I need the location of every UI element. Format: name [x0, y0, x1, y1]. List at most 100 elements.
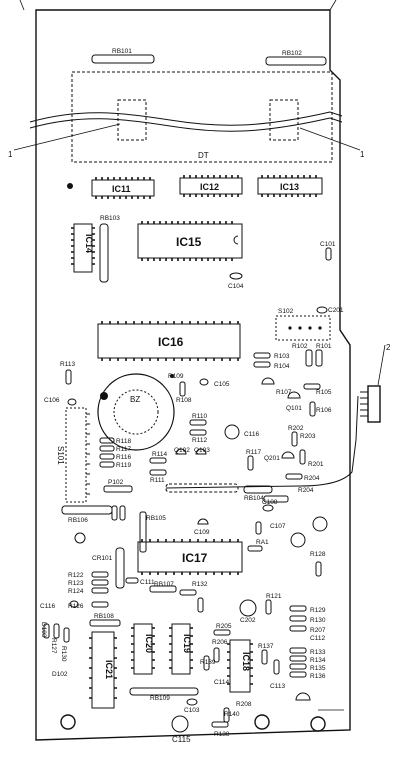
svg-text:R204: R204	[298, 487, 314, 494]
label-bz: BZ	[130, 395, 140, 404]
svg-text:IC17: IC17	[182, 551, 208, 565]
label-rb102: RB102	[282, 50, 302, 57]
svg-text:Q101: Q101	[286, 405, 302, 412]
label-p101: P102	[108, 479, 124, 486]
svg-text:IC21: IC21	[104, 660, 114, 679]
label-c103: C104	[228, 283, 244, 290]
callout-1-right: 1	[360, 150, 365, 159]
label-r132: R132	[192, 581, 208, 588]
label-r137: R137	[258, 643, 274, 650]
svg-text:R116: R116	[116, 454, 131, 461]
label-r121: R121	[266, 593, 282, 600]
label-c113: C114	[214, 679, 229, 686]
ic21: IC21	[89, 631, 117, 709]
mount-hole-1	[60, 714, 76, 730]
label-c110: C111	[140, 579, 155, 586]
svg-text:R122: R122	[68, 572, 84, 579]
array-rb105	[139, 511, 147, 553]
array-rb106	[61, 505, 113, 515]
label-ra1: RA1	[256, 539, 269, 546]
label-r128: R128	[310, 551, 326, 558]
label-q103: Q103	[194, 447, 210, 454]
svg-text:IC15: IC15	[176, 235, 202, 249]
svg-text:R135: R135	[310, 665, 326, 672]
callout-1-left: 1	[8, 150, 13, 159]
ic14: IC14	[71, 223, 95, 273]
label-r127: R127	[50, 638, 57, 654]
mount-hole-4	[67, 183, 73, 189]
label-r108: R108	[176, 397, 192, 404]
ic16: IC16	[97, 321, 241, 361]
label-d102: D102	[52, 671, 68, 678]
capacitor-c114	[171, 715, 189, 733]
label-rb103: RB103	[100, 215, 120, 222]
label-c106: C107	[270, 523, 286, 530]
label-r139: R139	[200, 659, 216, 666]
callout-2: 2	[386, 343, 391, 352]
label-c115: C116	[40, 603, 55, 610]
label-r101: R101	[316, 343, 332, 350]
label-r208: R208	[236, 701, 252, 708]
array-rb102	[265, 56, 327, 66]
label-r130: R130	[60, 646, 67, 662]
label-c114: C115	[172, 735, 191, 744]
label-r117: R117	[246, 449, 261, 456]
ic15: IC15	[137, 221, 243, 261]
svg-text:RB106: RB106	[68, 517, 88, 524]
label-r110: R110	[192, 413, 207, 420]
label-r140: R140	[224, 711, 240, 718]
svg-text:R134: R134	[310, 657, 326, 664]
label-c116: C116	[244, 431, 259, 438]
label-r113: R113	[60, 361, 75, 368]
label-dt: DT	[198, 151, 209, 160]
label-r102: R102	[292, 343, 308, 350]
svg-text:RB104: RB104	[244, 495, 264, 502]
switch-s102	[275, 315, 331, 341]
ic12: IC12	[179, 175, 243, 197]
mount-hole-2	[254, 714, 270, 730]
svg-text:RB107: RB107	[154, 581, 174, 588]
array-rb104	[243, 485, 273, 494]
buzzer-bz	[97, 373, 175, 451]
label-c201: C201	[328, 307, 344, 314]
array-rb101	[91, 54, 155, 64]
label-c107: C108	[262, 499, 278, 506]
svg-text:R130: R130	[310, 617, 326, 624]
svg-text:Q201: Q201	[264, 455, 280, 462]
label-r104: R104	[274, 363, 290, 370]
ic13: IC13	[257, 175, 323, 197]
label-c102: C103	[184, 707, 200, 714]
svg-text:IC14: IC14	[84, 234, 94, 253]
display-ribbon	[29, 111, 343, 126]
svg-text:R118: R118	[116, 438, 131, 445]
transistor-q101	[287, 391, 301, 399]
label-s101: S101	[56, 446, 65, 465]
ic17: IC17	[137, 539, 243, 575]
svg-text:IC18: IC18	[241, 652, 251, 671]
label-r112: R112	[192, 437, 207, 444]
label-r114: R114	[152, 451, 167, 458]
label-r207: R206	[212, 639, 228, 646]
ic18: IC18	[227, 639, 253, 693]
display-connector-left	[117, 99, 147, 141]
label-c104: C105	[214, 381, 230, 388]
svg-text:CR101: CR101	[92, 555, 113, 562]
label-r303: R204	[304, 475, 320, 482]
label-q102: Q102	[174, 447, 190, 454]
label-c101: C101	[320, 241, 336, 248]
mount-hole-3	[310, 716, 326, 732]
svg-text:RB108: RB108	[94, 613, 114, 620]
switch-s101	[65, 407, 87, 503]
label-c108: C109	[194, 529, 210, 536]
transistor-q107	[261, 377, 275, 385]
board-outline	[35, 9, 351, 741]
svg-text:C112: C112	[310, 635, 325, 642]
array-rb109	[129, 687, 199, 696]
connector	[367, 385, 381, 423]
svg-text:IC19: IC19	[182, 634, 192, 653]
svg-text:IC11: IC11	[112, 184, 131, 194]
label-c105: C106	[44, 397, 60, 404]
label-r201: R201	[308, 461, 324, 468]
svg-text:IC20: IC20	[144, 634, 154, 653]
